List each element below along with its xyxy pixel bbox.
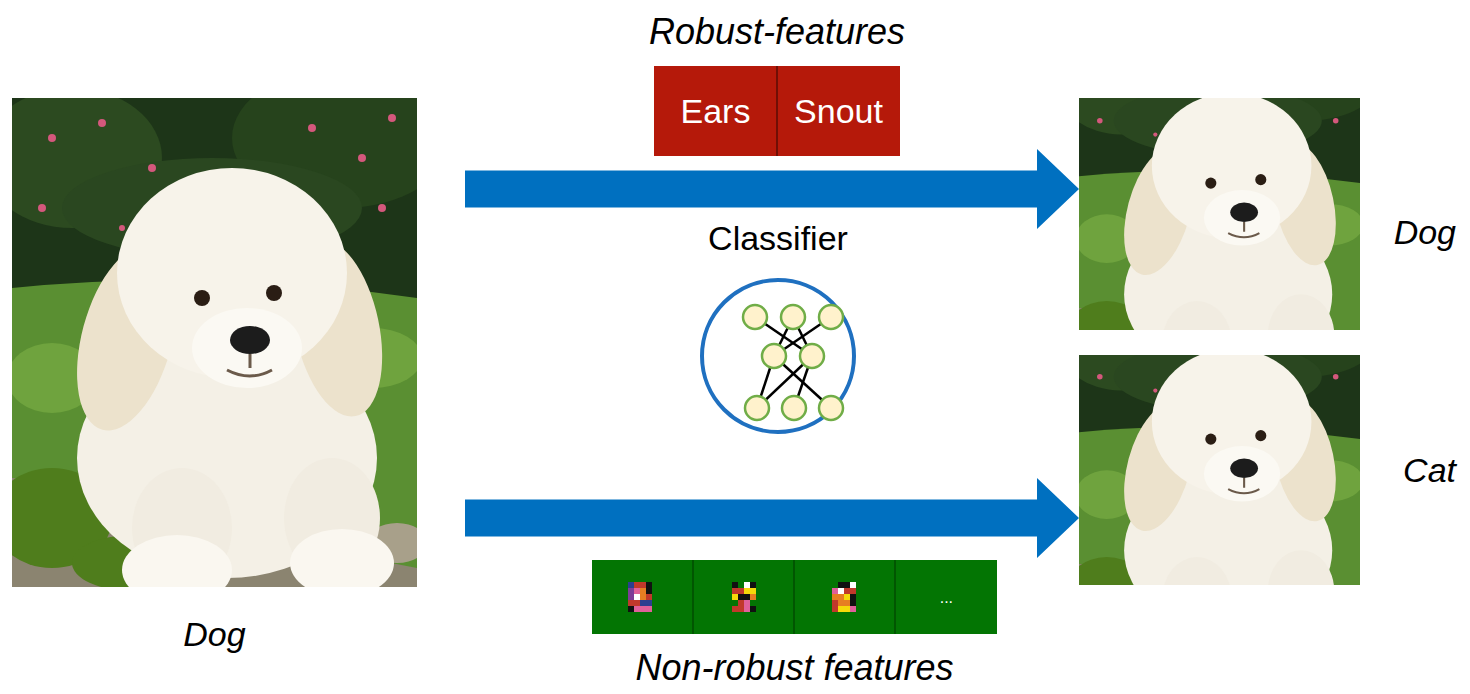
pixel-pattern xyxy=(640,600,652,606)
block-arrow xyxy=(465,149,1079,229)
pixel-cell xyxy=(592,560,693,634)
pixel-pattern xyxy=(750,582,756,588)
pixel-pattern xyxy=(634,582,646,588)
pixel-pattern xyxy=(844,588,856,594)
block-arrow xyxy=(465,478,1079,558)
nonrobust-bar xyxy=(793,560,795,634)
pixel-pattern xyxy=(738,600,744,606)
pixel-pattern xyxy=(744,582,750,588)
pixel-pattern xyxy=(634,606,652,612)
pixel-pattern xyxy=(844,594,850,600)
pixel-pattern xyxy=(732,606,744,612)
node-label: Non-robust features xyxy=(635,648,953,688)
pixel-cell xyxy=(795,560,896,634)
feature-bar: Robust-featuresEars Snout xyxy=(557,10,997,156)
photo-node: Dog xyxy=(1079,98,1462,330)
pixel-pattern xyxy=(628,600,640,606)
network-icon xyxy=(819,396,843,420)
dog-photo xyxy=(1058,24,1384,397)
robust-bar xyxy=(654,66,900,156)
pixel-pattern xyxy=(750,606,756,612)
network-icon xyxy=(781,305,805,329)
pixel-pattern xyxy=(750,594,756,600)
pixel-pattern xyxy=(838,606,850,612)
pixel-pattern xyxy=(838,600,850,606)
classifier-circle: Classifier xyxy=(628,218,928,454)
pixel-pattern xyxy=(850,582,856,588)
nonrobust-bar xyxy=(592,560,997,634)
pixel-pattern xyxy=(732,582,738,588)
pixel-pattern xyxy=(732,582,756,612)
pixel-pattern xyxy=(628,606,634,612)
pixel-pattern xyxy=(640,588,646,600)
bar-cells: ... xyxy=(592,560,997,634)
feature-cell: ... xyxy=(896,560,997,634)
node-label: Cat xyxy=(1403,450,1456,491)
nonrobust-bar xyxy=(894,560,896,634)
photo-node: Dog xyxy=(12,98,417,655)
pixel-pattern xyxy=(832,600,838,612)
pixel-pattern xyxy=(850,606,856,612)
network-icon xyxy=(800,344,824,368)
bar-cells: Ears Snout xyxy=(654,66,900,156)
pixel-pattern xyxy=(732,594,738,600)
robust-bar xyxy=(776,66,778,156)
dog-photo xyxy=(0,68,452,605)
pixel-pattern xyxy=(832,588,838,594)
feature-bar: ... Non-robust features xyxy=(570,560,1020,688)
pixel-pattern xyxy=(850,594,856,606)
pixel-pattern xyxy=(646,594,652,600)
network-icon xyxy=(782,396,806,420)
network-icon xyxy=(743,305,843,420)
pixel-pattern xyxy=(634,588,640,594)
pixel-pattern xyxy=(832,582,856,612)
network-icon xyxy=(819,305,843,329)
node-label: Robust-features xyxy=(649,10,905,54)
network-icon xyxy=(743,305,767,329)
pixel-pattern xyxy=(744,588,756,594)
classifier-circle xyxy=(702,280,854,432)
circle-area xyxy=(698,258,858,454)
network-icon xyxy=(745,396,769,420)
pixel-pattern xyxy=(838,588,844,594)
dog-photo xyxy=(1058,280,1384,653)
photo-node: Cat xyxy=(1079,355,1462,585)
nonrobust-bar xyxy=(592,560,997,634)
pixel-pattern xyxy=(634,594,640,600)
network-icon xyxy=(743,305,843,420)
cell-label: ... xyxy=(940,588,953,607)
feature-cell: Ears xyxy=(654,66,777,156)
pixel-pattern xyxy=(628,588,634,600)
node-label: Dog xyxy=(1394,212,1456,253)
network-icon xyxy=(762,344,786,368)
pixel-pattern xyxy=(628,582,634,588)
pixel-pattern xyxy=(744,600,750,612)
pixel-pattern xyxy=(832,594,844,600)
bar-heading: Non-robust features xyxy=(635,648,953,688)
classifier-circle xyxy=(702,280,854,432)
pixel-pattern xyxy=(838,582,850,588)
pixel-pattern xyxy=(732,588,744,594)
cell-label: Snout xyxy=(794,91,883,132)
nonrobust-bar xyxy=(692,560,694,634)
pixel-pattern xyxy=(628,582,652,612)
node-label: Dog xyxy=(183,614,245,655)
pixel-pattern xyxy=(646,582,652,594)
feature-cell: Snout xyxy=(777,66,900,156)
pixel-pattern xyxy=(738,594,750,600)
robust-bar xyxy=(654,66,900,156)
node-label: Classifier xyxy=(708,218,848,258)
pixel-cell xyxy=(693,560,794,634)
cell-label: Ears xyxy=(681,91,751,132)
